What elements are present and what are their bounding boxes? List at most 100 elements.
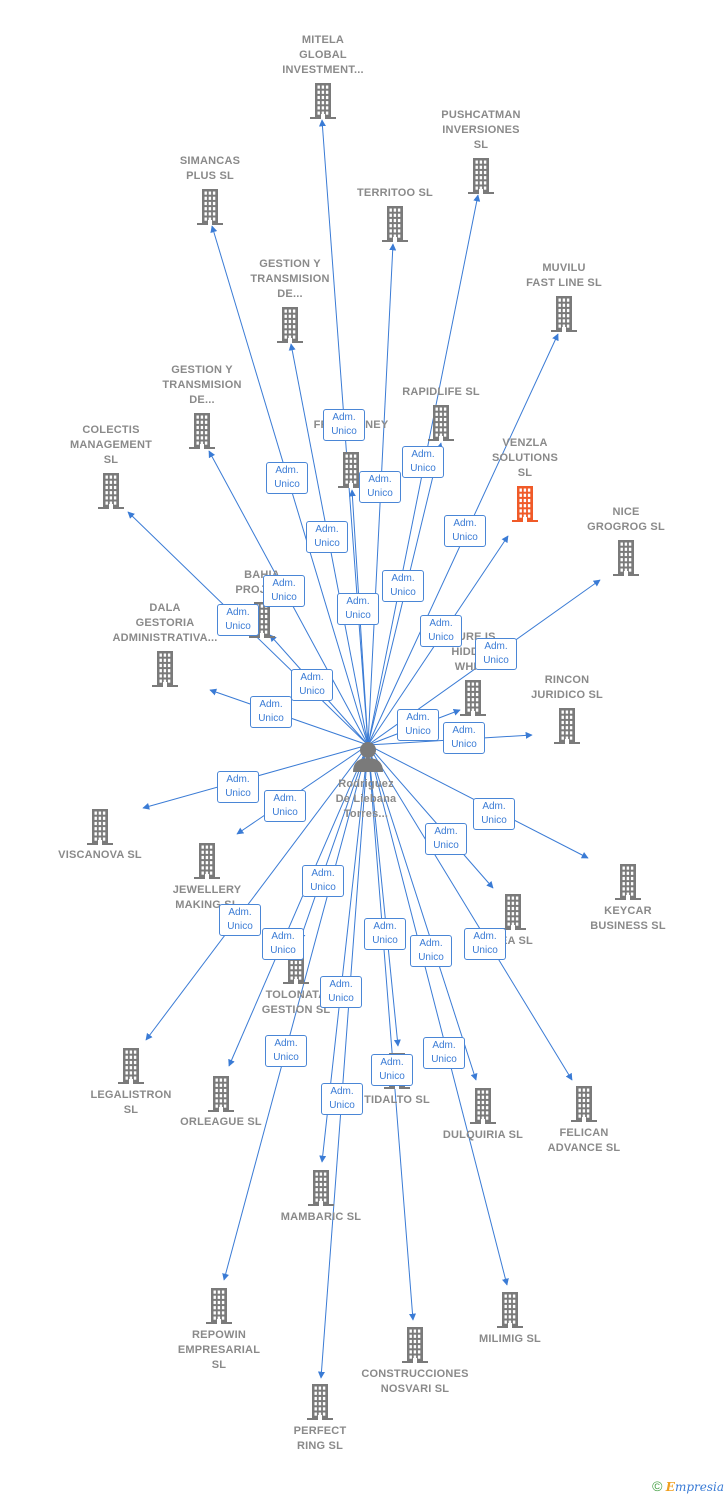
company-name[interactable]: FELICAN ADVANCE SL <box>547 1127 621 1154</box>
role-label-adm-unico: Adm. Unico <box>264 790 306 822</box>
role-label-adm-unico: Adm. Unico <box>320 976 362 1008</box>
building-icon[interactable] <box>205 1076 237 1112</box>
role-label-adm-unico: Adm. Unico <box>464 928 506 960</box>
company-node-felican[interactable]: FELICAN ADVANCE SL <box>524 1126 644 1156</box>
company-name[interactable]: MITELA GLOBAL INVESTMENT... <box>282 34 364 76</box>
building-icon[interactable] <box>191 843 223 879</box>
company-node-legalistron[interactable]: LEGALISTRON SL <box>71 1088 191 1118</box>
building-icon[interactable] <box>194 189 226 225</box>
building-icon[interactable] <box>399 1327 431 1363</box>
edge-perfect <box>317 744 369 1379</box>
building-icon[interactable] <box>457 680 489 716</box>
company-node-dala[interactable]: DALA GESTORIA ADMINISTRATIVA... <box>105 601 225 646</box>
building-icon[interactable] <box>497 894 529 930</box>
company-node-repowin[interactable]: REPOWIN EMPRESARIAL SL <box>159 1328 279 1373</box>
building-icon[interactable] <box>509 486 541 522</box>
company-node-simancas[interactable]: SIMANCAS PLUS SL <box>150 154 270 184</box>
building-icon[interactable] <box>203 1288 235 1324</box>
role-label-adm-unico: Adm. Unico <box>423 1037 465 1069</box>
building-icon[interactable] <box>307 83 339 119</box>
center-person[interactable] <box>348 740 388 772</box>
company-name[interactable]: VISCANOVA SL <box>58 849 142 861</box>
company-name[interactable]: PERFECT RING SL <box>293 1425 347 1452</box>
company-name[interactable]: PUSHCATMAN INVERSIONES SL <box>441 109 521 151</box>
building-icon[interactable] <box>494 1292 526 1328</box>
building-icon[interactable] <box>305 1170 337 1206</box>
building-icon[interactable] <box>95 473 127 509</box>
building-icon[interactable] <box>568 1086 600 1122</box>
company-name[interactable]: REPOWIN EMPRESARIAL SL <box>177 1329 261 1371</box>
company-name[interactable]: RINCON JURIDICO SL <box>531 674 603 701</box>
role-label-adm-unico: Adm. Unico <box>410 935 452 967</box>
edge-tea <box>367 744 494 889</box>
building-icon[interactable] <box>274 307 306 343</box>
company-node-viscanova[interactable]: VISCANOVA SL <box>40 848 160 863</box>
role-label-adm-unico: Adm. Unico <box>321 1083 363 1115</box>
role-label-adm-unico: Adm. Unico <box>262 928 304 960</box>
company-node-muvilu[interactable]: MUVILU FAST LINE SL <box>504 261 624 291</box>
building-icon[interactable] <box>84 809 116 845</box>
building-icon[interactable] <box>115 1048 147 1084</box>
company-node-rincon[interactable]: RINCON JURIDICO SL <box>507 673 627 703</box>
building-icon[interactable] <box>610 540 642 576</box>
company-node-rapidlife[interactable]: RAPIDLIFE SL <box>381 385 501 400</box>
company-node-territoo[interactable]: TERRITOO SL <box>335 186 455 201</box>
company-node-tidalto[interactable]: TIDALTO SL <box>337 1093 457 1108</box>
company-name[interactable]: MAMBARIC SL <box>280 1211 362 1223</box>
company-node-mambaric[interactable]: MAMBARIC SL <box>261 1210 381 1225</box>
edge-tidalto <box>367 744 401 1047</box>
company-node-keycar[interactable]: KEYCAR BUSINESS SL <box>568 904 688 934</box>
company-node-gestion1[interactable]: GESTION Y TRANSMISION DE... <box>230 257 350 302</box>
company-name[interactable]: COLECTIS MANAGEMENT SL <box>69 424 153 466</box>
company-node-milimig[interactable]: MILIMIG SL <box>450 1332 570 1347</box>
company-node-dulquiria[interactable]: DULQUIRIA SL <box>423 1128 543 1143</box>
building-icon[interactable] <box>379 206 411 242</box>
company-name[interactable]: KEYCAR BUSINESS SL <box>590 905 666 932</box>
edge-repowin <box>222 744 369 1281</box>
company-name[interactable]: CONSTRUCCIONES NOSVARI SL <box>361 1368 469 1395</box>
company-name[interactable]: TIDALTO SL <box>364 1094 430 1106</box>
company-node-nice[interactable]: NICE GROGROG SL <box>566 505 686 535</box>
edge-dulquiria <box>367 744 478 1081</box>
company-node-venzla[interactable]: VENZLA SOLUTIONS SL <box>465 436 585 481</box>
building-icon[interactable] <box>304 1384 336 1420</box>
company-node-mitela[interactable]: MITELA GLOBAL INVESTMENT... <box>263 33 383 78</box>
company-node-pushcatman[interactable]: PUSHCATMAN INVERSIONES SL <box>421 108 541 153</box>
company-name[interactable]: LEGALISTRON SL <box>90 1089 172 1116</box>
company-name[interactable]: MUVILU FAST LINE SL <box>526 262 602 289</box>
brand-logo-initial: E <box>665 1480 675 1494</box>
brand-logo[interactable]: Empresia <box>666 1480 724 1494</box>
company-name[interactable]: MILIMIG SL <box>479 1333 541 1345</box>
building-icon[interactable] <box>465 158 497 194</box>
company-node-gestion2[interactable]: GESTION Y TRANSMISION DE... <box>142 363 262 408</box>
company-name[interactable]: TERRITOO SL <box>357 187 433 199</box>
building-icon[interactable] <box>335 452 367 488</box>
company-name[interactable]: DULQUIRIA SL <box>442 1129 524 1141</box>
company-name[interactable]: NICE GROGROG SL <box>587 506 665 533</box>
footer-brand: © Empresia <box>652 1478 724 1494</box>
building-icon[interactable] <box>551 708 583 744</box>
company-name[interactable]: RAPIDLIFE SL <box>402 386 480 398</box>
company-name[interactable]: VENZLA SOLUTIONS SL <box>492 437 558 479</box>
company-name[interactable]: ORLEAGUE SL <box>180 1116 262 1128</box>
company-node-perfect[interactable]: PERFECT RING SL <box>260 1424 380 1454</box>
building-icon[interactable] <box>149 651 181 687</box>
company-name[interactable]: GESTION Y TRANSMISION DE... <box>162 364 242 406</box>
company-name[interactable]: TOLONATA GESTION SL <box>261 989 331 1016</box>
building-icon[interactable] <box>467 1088 499 1124</box>
building-icon[interactable] <box>425 405 457 441</box>
building-icon[interactable] <box>186 413 218 449</box>
building-icon[interactable] <box>612 864 644 900</box>
company-node-orleague[interactable]: ORLEAGUE SL <box>161 1115 281 1130</box>
company-name[interactable]: DALA GESTORIA ADMINISTRATIVA... <box>112 602 218 644</box>
company-name[interactable]: SIMANCAS PLUS SL <box>179 155 241 182</box>
role-label-adm-unico: Adm. Unico <box>250 696 292 728</box>
company-name[interactable]: GESTION Y TRANSMISION DE... <box>250 258 330 300</box>
center-person-label-box: Rodriguez De Liebana Torres... <box>306 777 426 822</box>
company-node-tolonata[interactable]: TOLONATA GESTION SL <box>236 988 356 1018</box>
company-node-construcciones[interactable]: CONSTRUCCIONES NOSVARI SL <box>355 1367 475 1397</box>
building-icon[interactable] <box>548 296 580 332</box>
company-node-colectis[interactable]: COLECTIS MANAGEMENT SL <box>51 423 171 468</box>
role-label-adm-unico: Adm. Unico <box>219 904 261 936</box>
